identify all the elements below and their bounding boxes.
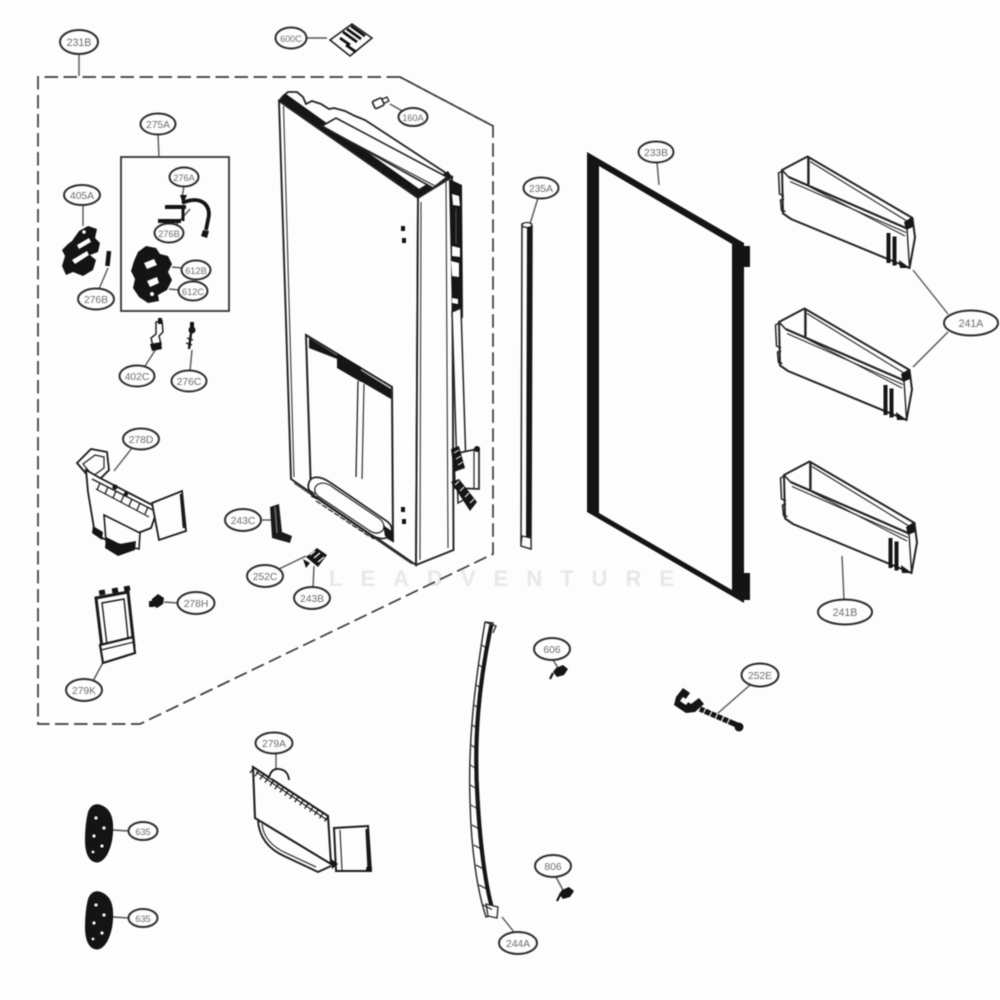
svg-text:278H: 278H bbox=[184, 599, 209, 610]
svg-text:612C: 612C bbox=[182, 287, 204, 297]
svg-text:275A: 275A bbox=[146, 120, 170, 131]
svg-text:278D: 278D bbox=[129, 435, 154, 446]
svg-text:243C: 243C bbox=[231, 516, 256, 527]
svg-text:600C: 600C bbox=[280, 34, 302, 44]
svg-text:241A: 241A bbox=[959, 318, 985, 330]
svg-text:160A: 160A bbox=[402, 113, 424, 123]
svg-text:243B: 243B bbox=[300, 594, 324, 605]
svg-text:806: 806 bbox=[544, 862, 561, 873]
svg-text:635: 635 bbox=[135, 827, 150, 837]
svg-text:244A: 244A bbox=[506, 939, 530, 950]
svg-text:606: 606 bbox=[543, 645, 560, 656]
svg-text:402C: 402C bbox=[125, 372, 150, 383]
svg-text:241B: 241B bbox=[833, 607, 858, 619]
svg-text:405A: 405A bbox=[70, 191, 94, 202]
svg-text:279A: 279A bbox=[262, 739, 286, 750]
svg-text:252E: 252E bbox=[748, 671, 772, 682]
svg-text:233B: 233B bbox=[644, 148, 668, 159]
svg-text:252C: 252C bbox=[253, 572, 278, 583]
svg-text:276B: 276B bbox=[158, 229, 179, 239]
svg-text:635: 635 bbox=[135, 914, 150, 924]
svg-text:276B: 276B bbox=[84, 295, 108, 306]
svg-text:612B: 612B bbox=[185, 266, 206, 276]
svg-text:235A: 235A bbox=[529, 184, 553, 195]
svg-text:276C: 276C bbox=[177, 377, 202, 388]
svg-text:LEADVENTURE: LEADVENTURE bbox=[329, 566, 692, 591]
svg-text:279K: 279K bbox=[72, 686, 96, 697]
svg-text:276A: 276A bbox=[173, 173, 195, 183]
svg-text:231B: 231B bbox=[67, 37, 92, 49]
